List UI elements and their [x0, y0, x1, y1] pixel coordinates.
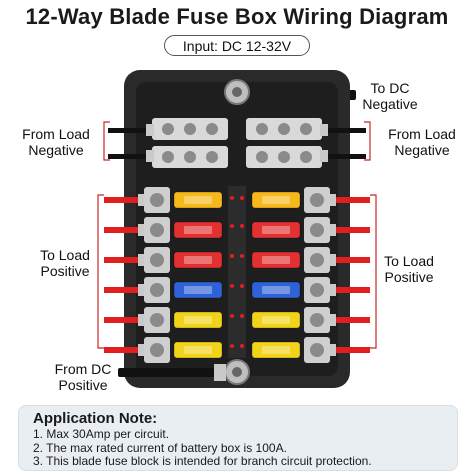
positive-stud-nut — [232, 367, 242, 377]
left-wire-terminal-1 — [138, 194, 144, 206]
right-wire-terminal-1 — [330, 194, 336, 206]
right-fuse-window-4 — [262, 286, 290, 294]
led-indicators — [230, 196, 244, 348]
application-note-line-3: 3. This blade fuse block is intended for… — [33, 454, 372, 468]
right-wire-terminal-2 — [330, 224, 336, 236]
left-fuse-window-5 — [184, 316, 212, 324]
bracket-positive-right — [370, 194, 377, 349]
left-load-positive-wire-3 — [104, 257, 144, 263]
left-terminal-screw-2 — [150, 223, 164, 237]
left-wire-terminal-5 — [138, 314, 144, 326]
left-load-positive-wire-1 — [104, 197, 144, 203]
left-terminal-screw-5 — [150, 313, 164, 327]
left-load-positive-wire-5 — [104, 317, 144, 323]
application-note-line-1: 1. Max 30Amp per circuit. — [33, 427, 170, 441]
left-fuse-2 — [173, 221, 223, 239]
left-terminal-screw-1 — [150, 193, 164, 207]
right-fuse-window-2 — [262, 226, 290, 234]
left-fuse-window-6 — [184, 346, 212, 354]
left-wire-terminal-2 — [138, 224, 144, 236]
dc-positive-wire — [118, 368, 226, 377]
right-load-positive-wire-5 — [330, 317, 370, 323]
right-fuse-2 — [251, 221, 301, 239]
right-fuse-window-5 — [262, 316, 290, 324]
left-terminal-screw-6 — [150, 343, 164, 357]
left-fuse-1 — [173, 191, 223, 209]
input-voltage-badge: Input: DC 12-32V — [164, 35, 310, 56]
right-wire-terminal-4 — [330, 284, 336, 296]
left-wire-terminal-6 — [138, 344, 144, 356]
right-terminal-screw-6 — [310, 343, 324, 357]
left-fuse-6 — [173, 341, 223, 359]
fuse-rows — [104, 187, 370, 363]
negative-stud-nut — [232, 87, 242, 97]
left-fuse-window-2 — [184, 226, 212, 234]
negative-bus-screws — [162, 123, 312, 163]
right-fuse-window-3 — [262, 256, 290, 264]
right-wire-terminal-5 — [330, 314, 336, 326]
led-indicator-strip — [228, 186, 246, 358]
bracket-positive-left — [97, 194, 104, 349]
right-load-positive-wire-2 — [330, 227, 370, 233]
left-fuse-window-3 — [184, 256, 212, 264]
load-negative-wires-right — [320, 124, 366, 162]
application-note-title: Application Note: — [33, 410, 158, 427]
right-fuse-window-6 — [262, 346, 290, 354]
fuse-box-diagram — [97, 70, 377, 388]
right-terminal-screw-2 — [310, 223, 324, 237]
right-fuse-5 — [251, 311, 301, 329]
diagram-title: 12-Way Blade Fuse Box Wiring Diagram — [25, 4, 449, 29]
right-load-positive-wire-6 — [330, 347, 370, 353]
load-negative-wires-left — [108, 124, 154, 162]
right-fuse-3 — [251, 251, 301, 269]
right-fuse-4 — [251, 281, 301, 299]
right-terminal-screw-3 — [310, 253, 324, 267]
right-terminal-screw-5 — [310, 313, 324, 327]
application-note-box: Application Note: 1. Max 30Amp per circu… — [18, 405, 458, 471]
right-wire-terminal-3 — [330, 254, 336, 266]
right-terminal-screw-1 — [310, 193, 324, 207]
left-load-positive-wire-2 — [104, 227, 144, 233]
right-load-positive-wire-3 — [330, 257, 370, 263]
left-load-positive-wire-4 — [104, 287, 144, 293]
right-fuse-window-1 — [262, 196, 290, 204]
left-fuse-4 — [173, 281, 223, 299]
right-load-positive-wire-4 — [330, 287, 370, 293]
left-fuse-window-4 — [184, 286, 212, 294]
left-wire-terminal-3 — [138, 254, 144, 266]
left-fuse-window-1 — [184, 196, 212, 204]
left-fuse-3 — [173, 251, 223, 269]
left-load-positive-wire-6 — [104, 347, 144, 353]
bracket-negative-left — [103, 121, 110, 161]
right-wire-terminal-6 — [330, 344, 336, 356]
right-fuse-1 — [251, 191, 301, 209]
bracket-negative-right — [364, 121, 371, 161]
left-fuse-5 — [173, 311, 223, 329]
left-wire-terminal-4 — [138, 284, 144, 296]
right-fuse-6 — [251, 341, 301, 359]
right-load-positive-wire-1 — [330, 197, 370, 203]
left-terminal-screw-4 — [150, 283, 164, 297]
right-terminal-screw-4 — [310, 283, 324, 297]
application-note-line-2: 2. The max rated current of battery box … — [33, 440, 287, 455]
left-terminal-screw-3 — [150, 253, 164, 267]
dc-positive-ring-terminal — [214, 364, 226, 381]
